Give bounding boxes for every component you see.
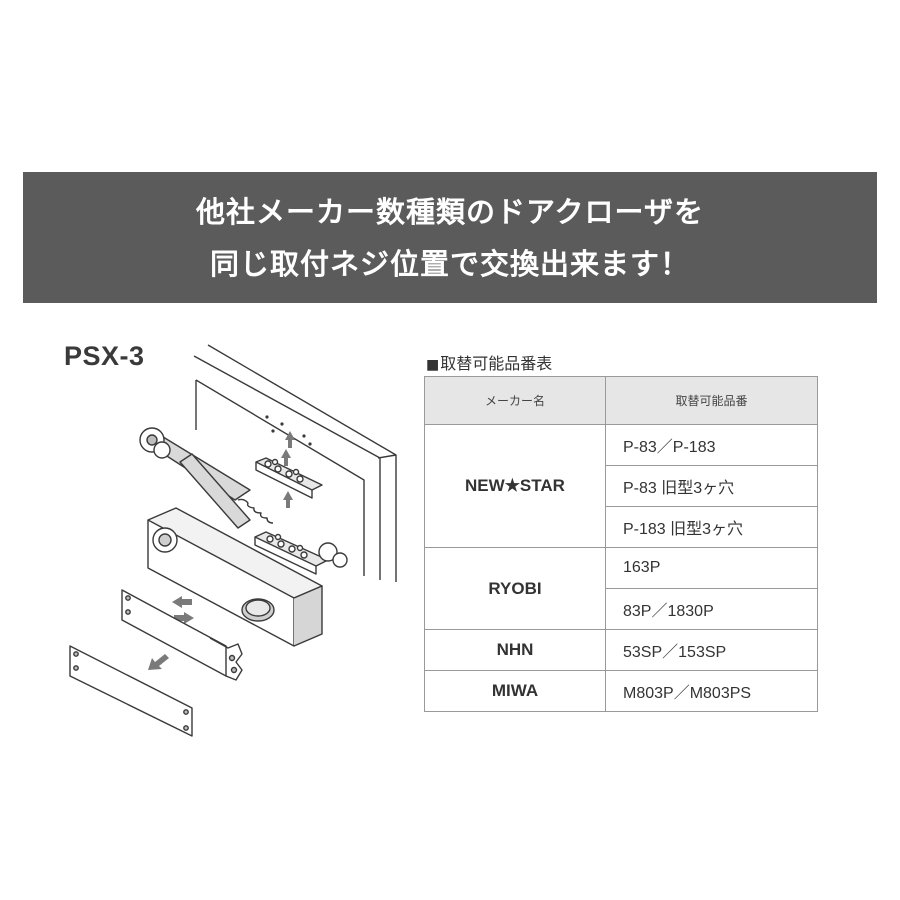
table-title: ■取替可能品番表 [426,350,552,374]
header-parts: 取替可能品番 [605,376,818,425]
table-row: NHN 53SP／153SP [424,629,818,671]
table-row: 83P／1830P [425,588,818,630]
mounting-plates [69,589,243,737]
closer-body [147,507,323,647]
table-row: P-183 旧型3ヶ穴 [425,506,818,548]
part-cell: 53SP／153SP [605,629,818,671]
part-cell: P-183 旧型3ヶ穴 [605,506,818,548]
maker-cell: MIWA [424,670,606,712]
door-closer-exploded-diagram [69,344,397,737]
headline-line-1: 他社メーカー数種類のドアクローザを [196,194,704,229]
part-cell: 163P [605,547,818,589]
square-bullet-icon: ■ [426,357,440,373]
table-row: NEW★STAR P-83／P-183 [424,424,818,548]
closer-arm [139,427,348,568]
mount-arrows [281,431,295,508]
maker-cell: RYOBI [424,547,606,630]
table-row: P-83 旧型3ヶ穴 [425,465,818,507]
table-title-text: 取替可能品番表 [440,354,553,373]
part-cell: P-83 旧型3ヶ穴 [605,465,818,507]
model-name: PSX-3 [64,341,145,371]
part-cell: P-83／P-183 [605,424,818,466]
headline-line-2: 同じ取付ネジ位置で交換出来ます！ [209,246,690,281]
frame-screw-holes [265,415,312,446]
table-row: MIWA M803P／M803PS [424,670,818,712]
compatibility-table: メーカー名 取替可能品番 NEW★STAR P-83／P-183 P-83 旧型… [424,376,818,712]
header-maker: メーカー名 [424,376,606,425]
table-row: RYOBI 163P [424,547,818,630]
maker-cell: NHN [424,629,606,671]
maker-cell: NEW★STAR [424,424,606,548]
headline-banner: 他社メーカー数種類のドアクローザを 同じ取付ネジ位置で交換出来ます！ [23,172,877,303]
door-frame-illustration [193,344,397,582]
part-cell: 83P／1830P [605,588,818,630]
part-cell: M803P／M803PS [605,670,818,712]
slide-arrows [148,596,194,670]
table-header-row: メーカー名 取替可能品番 [424,376,818,425]
